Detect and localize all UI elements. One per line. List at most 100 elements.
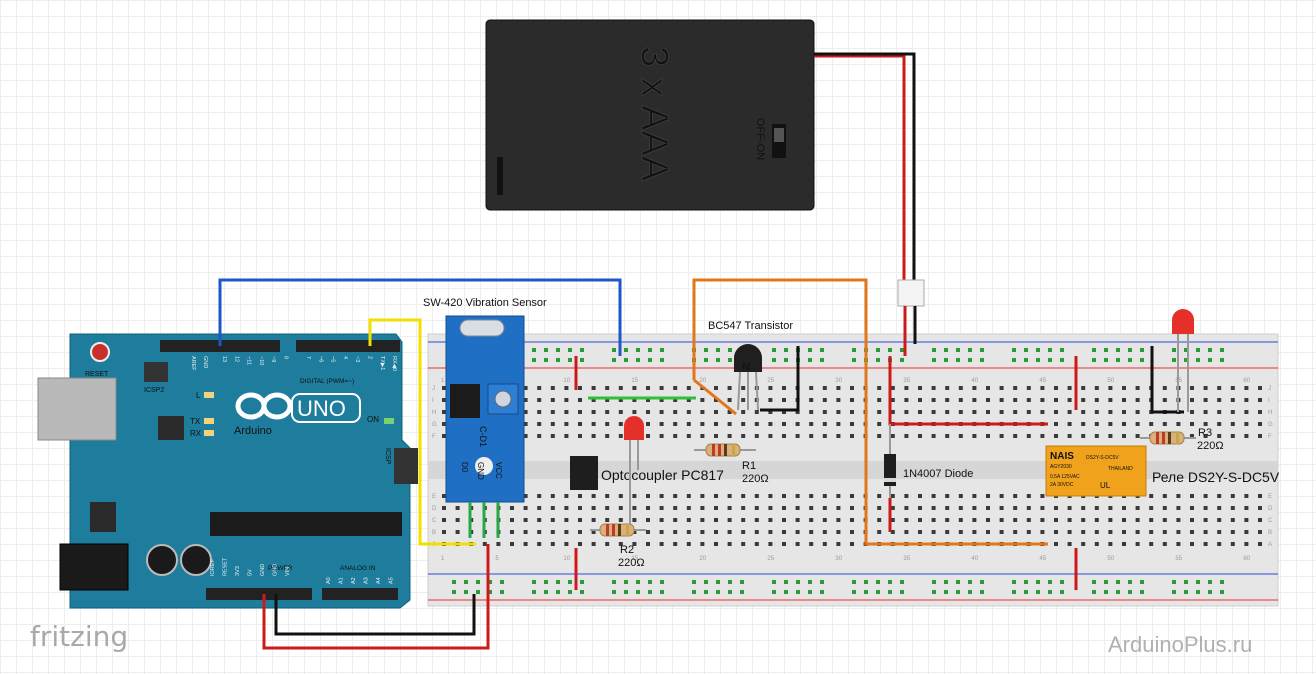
rail-hole xyxy=(728,590,732,594)
breadboard-hole xyxy=(741,530,746,534)
digital-pin-label: TX▶1 xyxy=(379,356,385,370)
relay-line6: UL xyxy=(1100,481,1111,490)
row-letter: I xyxy=(432,398,434,404)
breadboard-hole xyxy=(1067,422,1072,426)
rail-hole xyxy=(864,590,868,594)
rail-hole xyxy=(1048,358,1052,362)
breadboard-hole xyxy=(727,422,732,426)
breadboard-hole xyxy=(523,494,528,498)
breadboard-hole xyxy=(1190,422,1194,426)
column-number: 45 xyxy=(1039,378,1046,384)
breadboard-hole xyxy=(646,530,650,534)
breadboard-hole xyxy=(986,518,990,522)
rail-hole xyxy=(740,590,744,594)
breadboard-hole xyxy=(836,518,841,522)
sensor-led xyxy=(475,457,493,475)
breadboard-hole xyxy=(686,434,691,438)
breadboard-hole xyxy=(700,506,705,510)
relay-ds2y: NAIS DS2Y-S-DC5V AGY2030 THAILAND 0.5A 1… xyxy=(1045,445,1280,497)
breadboard-hole xyxy=(618,518,623,522)
breadboard-hole xyxy=(1190,494,1194,498)
rail-hole xyxy=(980,580,984,584)
rail-hole xyxy=(1012,348,1016,352)
rail-hole xyxy=(900,580,904,584)
breadboard-hole xyxy=(523,422,528,426)
breadboard-hole xyxy=(686,398,691,402)
black-wire-gnd xyxy=(274,594,476,636)
breadboard-hole xyxy=(510,530,514,534)
breadboard-hole xyxy=(646,542,650,546)
reset-button[interactable] xyxy=(90,342,110,362)
breadboard-hole xyxy=(890,434,895,438)
breadboard-hole xyxy=(591,386,596,390)
rail-hole xyxy=(1024,590,1028,594)
breadboard-hole xyxy=(605,434,610,438)
rail-hole xyxy=(476,580,480,584)
breadboard-hole xyxy=(482,542,487,546)
breadboard-hole xyxy=(1026,506,1031,510)
breadboard-hole xyxy=(1230,530,1235,534)
breadboard-hole xyxy=(1122,542,1126,546)
breadboard-hole xyxy=(986,398,990,402)
breadboard-hole xyxy=(890,494,895,498)
rail-hole xyxy=(476,590,480,594)
breadboard-hole xyxy=(890,506,895,510)
breadboard-hole xyxy=(1162,530,1167,534)
breadboard-hole xyxy=(591,398,596,402)
breadboard-hole xyxy=(1040,386,1045,390)
breadboard-hole xyxy=(1067,410,1072,414)
breadboard-hole xyxy=(904,410,909,414)
breadboard-hole xyxy=(986,494,990,498)
potentiometer-knob[interactable] xyxy=(494,390,512,408)
column-number: 50 xyxy=(1107,378,1114,384)
rail-hole xyxy=(544,358,548,362)
row-letter: H xyxy=(1268,410,1272,416)
breadboard-hole xyxy=(632,410,637,414)
breadboard-hole xyxy=(1094,530,1099,534)
breadboard-hole xyxy=(877,494,882,498)
breadboard-hole xyxy=(550,530,555,534)
breadboard-hole xyxy=(618,434,623,438)
breadboard-hole xyxy=(822,434,827,438)
breadboard-hole xyxy=(578,422,582,426)
breadboard-hole xyxy=(741,398,746,402)
breadboard-hole xyxy=(537,542,542,546)
breadboard-hole xyxy=(455,530,460,534)
resistor-r1: R1 220Ω xyxy=(694,443,769,485)
breadboard-hole xyxy=(877,422,882,426)
breadboard-hole xyxy=(1081,410,1086,414)
breadboard-hole xyxy=(1203,398,1208,402)
r2-label: R2 xyxy=(620,544,634,556)
breadboard-hole xyxy=(1203,410,1208,414)
breadboard-hole xyxy=(537,494,542,498)
breadboard-hole xyxy=(1190,410,1194,414)
breadboard-hole xyxy=(1162,518,1167,522)
rail-hole xyxy=(1172,580,1176,584)
breadboard-hole xyxy=(958,410,963,414)
breadboard-hole xyxy=(455,506,460,510)
rail-hole xyxy=(852,590,856,594)
capacitor-1 xyxy=(146,544,178,576)
breadboard-hole xyxy=(1108,386,1113,390)
diode-label: 1N4007 Diode xyxy=(903,468,973,480)
icsp-label: ICSP xyxy=(384,448,391,465)
rail-hole xyxy=(648,580,652,584)
rail-hole xyxy=(1036,348,1040,352)
breadboard-hole xyxy=(986,434,990,438)
rail-hole xyxy=(784,358,788,362)
rail-hole xyxy=(556,348,560,352)
sensor-title: SW-420 Vibration Sensor xyxy=(423,297,547,309)
breadboard-hole xyxy=(1081,530,1086,534)
breadboard-hole xyxy=(836,410,841,414)
breadboard-hole xyxy=(1013,398,1018,402)
orange-wire xyxy=(692,278,1048,546)
regulator xyxy=(90,502,116,532)
rail-hole xyxy=(636,580,640,584)
rail-hole xyxy=(648,590,652,594)
breadboard-hole xyxy=(605,518,610,522)
breadboard-hole xyxy=(1054,518,1058,522)
arduino-brand: Arduino xyxy=(234,425,272,437)
rail-hole xyxy=(1060,348,1064,352)
diode-band xyxy=(884,478,896,482)
